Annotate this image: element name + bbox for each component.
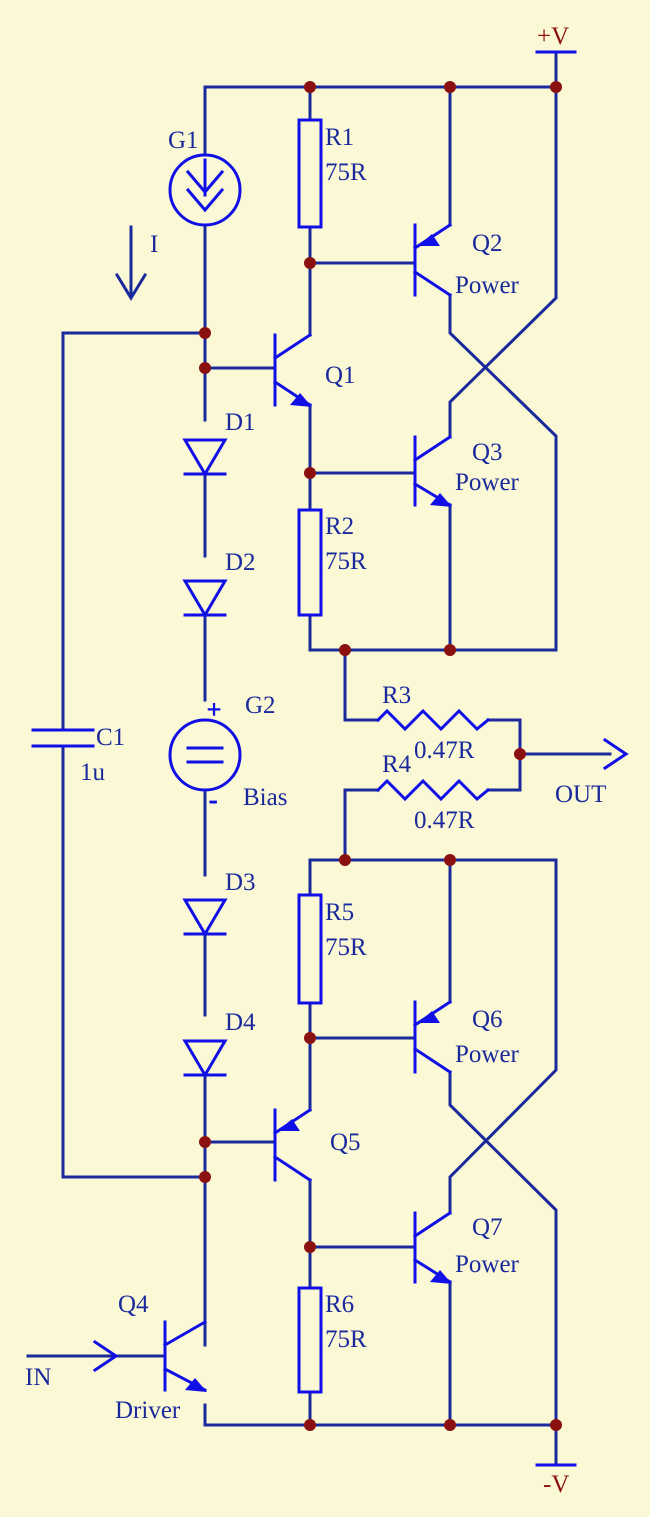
current-direction-arrow: I [114, 225, 158, 301]
transistor-q7: Q7 Power [412, 1210, 520, 1285]
q6-ref: Q6 [472, 1006, 503, 1033]
current-label: I [150, 231, 158, 258]
r3-value: 0.47R [414, 737, 475, 764]
q1-ref: Q1 [325, 362, 356, 389]
q4-value: Driver [115, 1397, 181, 1424]
output-label: OUT [555, 781, 606, 808]
transistor-q4: Q4 Driver [115, 1291, 208, 1424]
transistor-q2: Q2 Power [412, 222, 520, 299]
negative-rail: -V [535, 1463, 577, 1498]
resistor-r6: R6 75R [297, 1286, 367, 1394]
g2-ref: G2 [245, 692, 276, 719]
r1-ref: R1 [325, 124, 354, 151]
diode-d2: D2 [182, 549, 256, 618]
r5-ref: R5 [325, 899, 354, 926]
junctions [199, 81, 562, 1431]
g2-value: Bias [243, 784, 287, 811]
c1-value: 1u [80, 759, 106, 786]
resistor-r2: R2 75R [297, 508, 367, 617]
d4-ref: D4 [225, 1009, 256, 1036]
q4-ref: Q4 [118, 1291, 149, 1318]
r1-value: 75R [325, 159, 367, 186]
q7-ref: Q7 [472, 1214, 503, 1241]
negative-rail-label: -V [543, 1471, 569, 1498]
q5-ref: Q5 [330, 1129, 361, 1156]
d1-ref: D1 [225, 409, 256, 436]
r4-value: 0.47R [414, 807, 475, 834]
diode-d1: D1 [182, 409, 256, 477]
r4-ref: R4 [382, 751, 412, 778]
resistor-r4: R4 0.47R [375, 751, 491, 834]
q6-value: Power [455, 1041, 520, 1068]
c1-ref: C1 [96, 724, 125, 751]
d3-ref: D3 [225, 869, 256, 896]
capacitor-c1: C1 1u [31, 724, 125, 786]
output-port: OUT [555, 737, 629, 808]
r3-ref: R3 [382, 682, 411, 709]
r2-ref: R2 [325, 513, 354, 540]
q2-value: Power [455, 272, 520, 299]
transistor-q3: Q3 Power [412, 434, 520, 508]
resistor-r3: R3 0.47R [375, 682, 491, 764]
transistor-q5: Q5 [272, 1107, 361, 1183]
d2-ref: D2 [225, 549, 256, 576]
g2-minus-sign: - [209, 787, 217, 814]
input-port: IN [25, 1339, 119, 1391]
q7-value: Power [455, 1251, 520, 1278]
transistor-q1: Q1 [272, 332, 356, 408]
r6-value: 75R [325, 1326, 367, 1353]
diode-d3: D3 [182, 869, 256, 937]
q2-ref: Q2 [472, 230, 503, 257]
diode-d4: D4 [182, 1009, 256, 1078]
positive-rail-label: +V [537, 23, 569, 50]
bias-source-g2: + - G2 Bias [168, 692, 287, 815]
input-label: IN [25, 1364, 51, 1391]
transistor-q6: Q6 Power [412, 999, 520, 1075]
positive-rail: +V [535, 23, 577, 54]
current-source-g1: G1 [168, 127, 242, 227]
q3-value: Power [455, 469, 520, 496]
q3-ref: Q3 [472, 439, 503, 466]
resistor-r5: R5 75R [297, 893, 367, 1005]
g1-ref: G1 [168, 127, 199, 154]
wires [26, 50, 612, 1467]
r2-value: 75R [325, 548, 367, 575]
resistor-r1: R1 75R [297, 118, 367, 229]
r5-value: 75R [325, 934, 367, 961]
r6-ref: R6 [325, 1291, 354, 1318]
g2-plus-sign: + [207, 697, 221, 724]
